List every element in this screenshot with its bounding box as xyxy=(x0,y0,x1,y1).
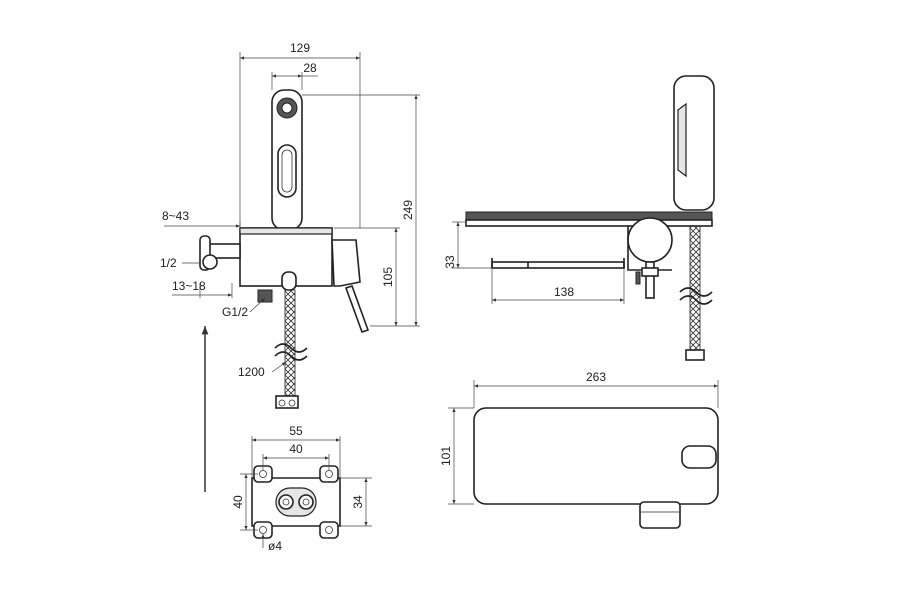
shelf-top-outline xyxy=(473,407,719,505)
front-view: 33 138 xyxy=(443,75,715,361)
shelf-plate xyxy=(465,211,713,221)
dim-263: 263 xyxy=(586,370,606,384)
dim-1200: 1200 xyxy=(238,365,265,379)
hand-shower-side xyxy=(271,89,303,231)
mixer-body-front xyxy=(627,217,673,263)
mount-plate: 55 40 40 34 ø4 xyxy=(231,424,372,553)
top-view: 263 101 xyxy=(439,370,719,529)
dim-thread-1-2: 1/2 xyxy=(160,256,177,270)
side-view: 129 28 249 105 8~43 1/2 13~18 G1/2 1200 xyxy=(160,41,420,409)
dim-105: 105 xyxy=(381,267,395,287)
dim-34: 34 xyxy=(351,495,365,509)
lever-side xyxy=(331,239,361,287)
dim-55: 55 xyxy=(289,424,303,438)
shelf-rail xyxy=(491,261,625,269)
dim-40-height: 40 xyxy=(231,495,245,509)
dim-101: 101 xyxy=(439,446,453,466)
dim-hole-diameter: ø4 xyxy=(268,539,282,553)
dim-8-43: 8~43 xyxy=(162,209,189,223)
dim-28: 28 xyxy=(303,61,317,75)
dim-40-holes: 40 xyxy=(289,442,303,456)
dim-13-18: 13~18 xyxy=(172,279,206,293)
label-g1-2: G1/2 xyxy=(222,305,248,319)
dim-33: 33 xyxy=(443,255,457,269)
dim-249: 249 xyxy=(401,200,415,220)
dim-138: 138 xyxy=(554,285,574,299)
dim-129: 129 xyxy=(290,41,310,55)
